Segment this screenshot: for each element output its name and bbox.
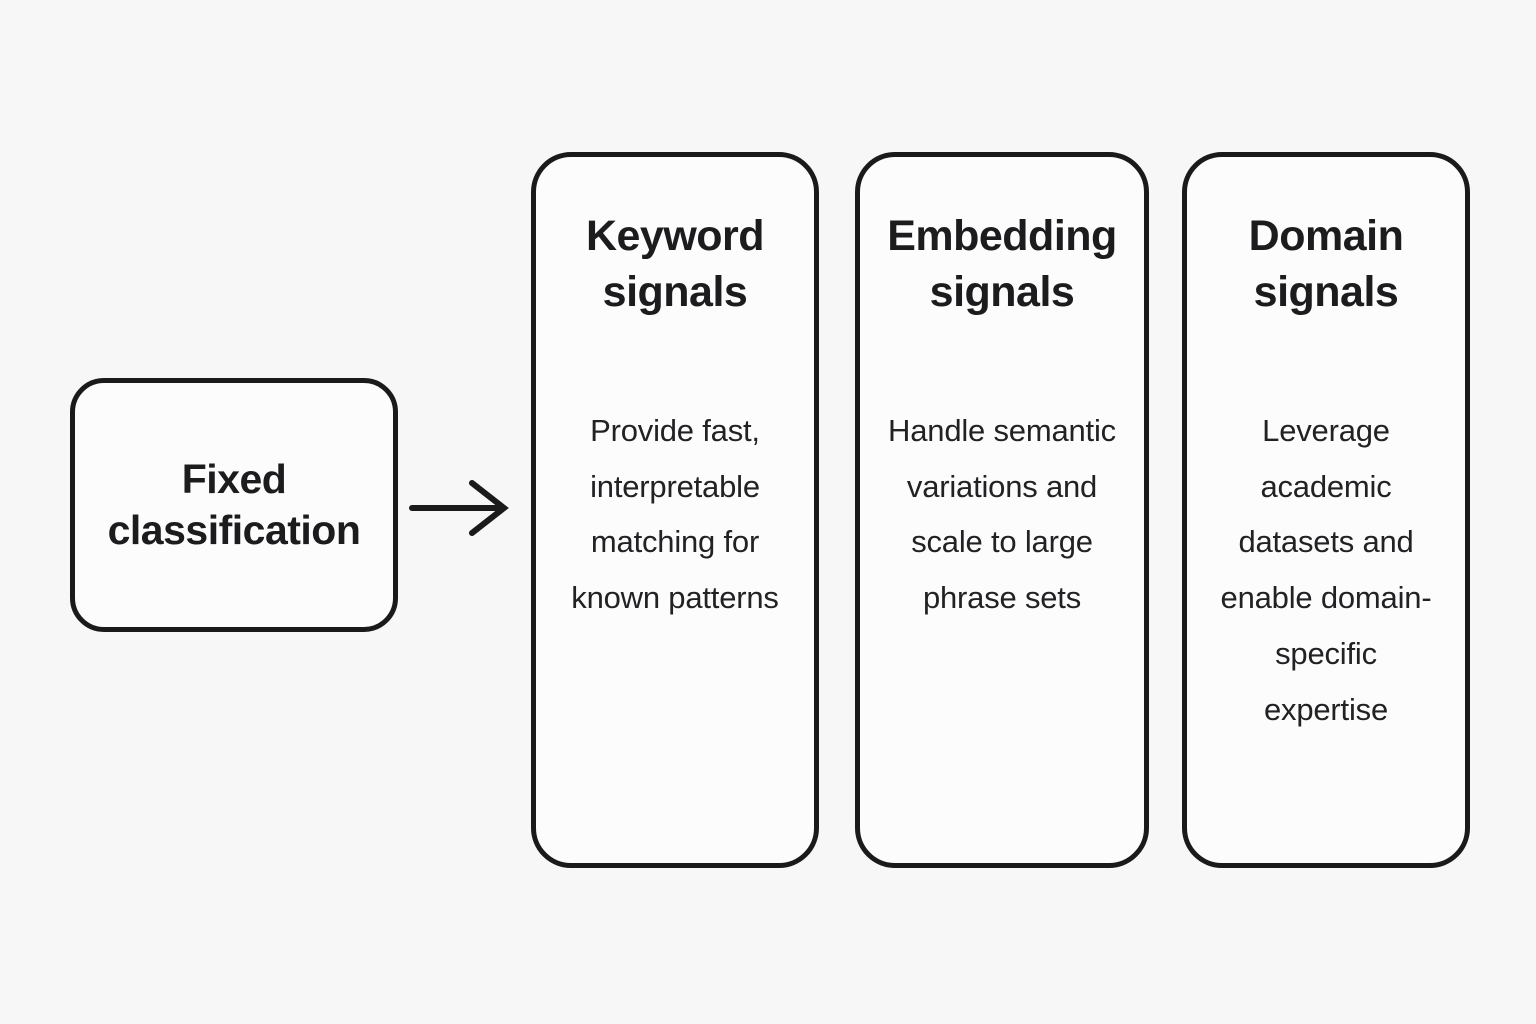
right-arrow-icon (408, 477, 512, 539)
embedding-signals-title: Embedding signals (887, 212, 1117, 316)
domain-signals-title: Domain signals (1248, 212, 1404, 316)
embedding-signals-description: Handle semantic variations and scale to … (888, 412, 1116, 616)
keyword-signals-description: Provide fast, interpretable matching for… (571, 412, 779, 616)
keyword-signals-card: Keyword signals Provide fast, interpreta… (531, 152, 819, 868)
domain-signals-card: Domain signals Leverage academic dataset… (1182, 152, 1470, 868)
fixed-classification-box: Fixed classification (70, 378, 398, 632)
keyword-signals-title: Keyword signals (585, 212, 765, 316)
fixed-classification-label: Fixed classification (107, 455, 361, 553)
embedding-signals-card: Embedding signals Handle semantic variat… (855, 152, 1149, 868)
domain-signals-description: Leverage academic datasets and enable do… (1220, 412, 1432, 727)
